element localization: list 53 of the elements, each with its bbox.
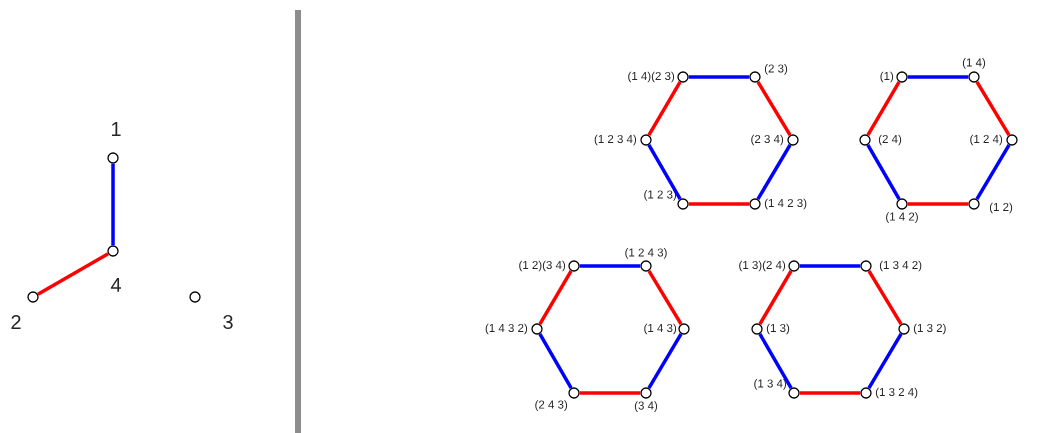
vertex-label: (1 4 2 3) [764, 198, 807, 210]
vertex-label: (3 4) [634, 401, 658, 412]
edge-line [867, 332, 903, 390]
vertex-label: (1 4)(2 3) [628, 71, 675, 83]
vertex-label: (1 4) [962, 58, 986, 69]
edge-line [866, 81, 901, 136]
vertex-label: (1 3) [766, 323, 790, 335]
edge-line [907, 75, 969, 79]
vertex-label: 3 [223, 314, 233, 330]
edge-line [907, 202, 969, 206]
edge-line [975, 143, 1011, 201]
vertex-label: (1 3 4) [754, 379, 787, 390]
edge-line [538, 333, 573, 389]
vertex-label: (2 3 4) [751, 134, 784, 146]
vertex-label: (1 2)(3 4) [519, 260, 566, 272]
edge-line [758, 333, 793, 389]
edge-line [867, 269, 903, 326]
vertex-label: (1 4 3) [644, 323, 677, 335]
edge-line [647, 269, 683, 326]
edge-line [866, 144, 901, 200]
vertex-label: 2 [11, 315, 21, 329]
edge-line [688, 75, 750, 79]
vertex-label: (1 2 3 4) [594, 134, 637, 146]
edge-line [756, 143, 792, 201]
edge-line [756, 80, 792, 137]
edge-line [647, 81, 682, 136]
vertex-label: (1 3)(2 4) [739, 260, 786, 272]
edge-line [758, 269, 793, 325]
edge-line [538, 269, 573, 325]
edge-line [688, 202, 750, 206]
edge-line [799, 391, 861, 395]
edge-line [975, 80, 1011, 137]
edge-line [111, 163, 115, 246]
vertex-label: (2 3) [764, 64, 788, 75]
edge-line [647, 144, 682, 200]
vertex-label: (1 3 4 2) [879, 260, 922, 272]
vertex-label: (1 3 2) [913, 323, 946, 335]
vertex-label: (2 4 3) [535, 400, 568, 411]
edge-line [579, 391, 641, 395]
edge-line [647, 332, 683, 390]
edge-line [37, 252, 109, 296]
vertex-label: 1 [112, 122, 121, 136]
vertex-label: (1 2 4 3) [625, 248, 667, 259]
vertex-label: (1 4 3 2) [485, 323, 528, 335]
vertex-label: (1 4 2) [886, 212, 918, 223]
vertex-label: (2 4) [878, 134, 902, 146]
vertex-label: 4 [110, 278, 121, 292]
vertex-label: (1 2) [989, 202, 1013, 214]
vertex-label: (1 3 2 4) [875, 387, 918, 399]
edge-line [579, 264, 641, 268]
edge-line [799, 264, 861, 268]
vertex-label: (1) [880, 71, 894, 83]
vertex-label: (1 2 4) [970, 134, 1003, 146]
